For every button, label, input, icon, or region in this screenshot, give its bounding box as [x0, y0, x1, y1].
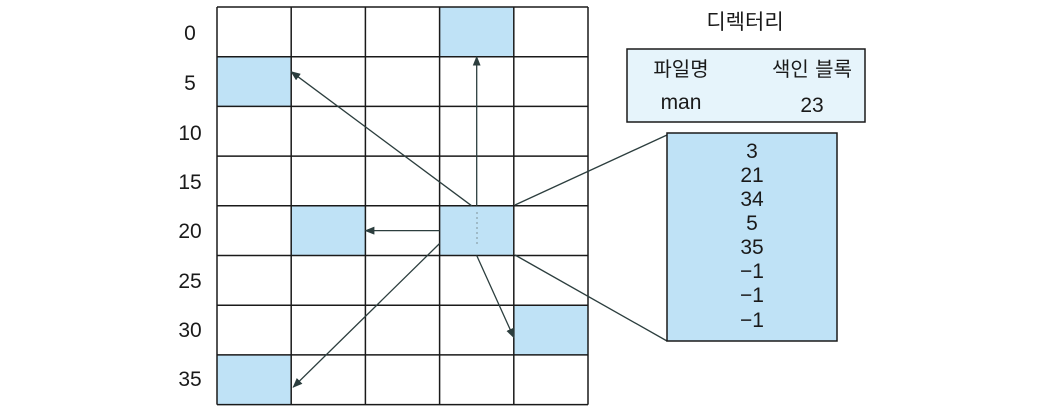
directory-header-filename: 파일명: [653, 57, 708, 81]
row-label: 25: [178, 270, 201, 293]
pointer-arrow: [290, 71, 473, 207]
row-label: 15: [178, 171, 201, 194]
index-block-panel: [666, 132, 838, 342]
highlighted-block: [217, 56, 292, 107]
directory: 디렉터리 파일명 색인 블록 man 23: [626, 10, 866, 123]
pointer-arrows: [290, 55, 515, 388]
zoom-line-top: [514, 134, 668, 206]
row-label: 30: [178, 319, 201, 342]
index-entry: 21: [740, 164, 763, 187]
highlighted-block: [217, 354, 292, 405]
row-label: 0: [184, 22, 196, 45]
pointer-arrow: [292, 243, 441, 388]
index-entry: 34: [740, 188, 764, 211]
index-entry: 3: [746, 140, 758, 163]
pointer-arrow: [476, 255, 515, 339]
directory-cell-index-block: 23: [800, 94, 823, 117]
directory-title: 디렉터리: [706, 10, 783, 34]
row-label: 10: [178, 122, 201, 145]
zoom-line-bottom: [514, 254, 668, 342]
highlighted-blocks: [217, 7, 588, 405]
row-label: 20: [178, 220, 201, 243]
index-entry: −1: [740, 284, 764, 307]
index-entry: −1: [740, 260, 764, 283]
highlighted-block: [513, 305, 588, 355]
highlighted-block: [439, 205, 514, 256]
index-entry: −1: [740, 309, 764, 332]
index-entry: 35: [740, 236, 763, 259]
index-block-contents: 3 21 34 5 35 −1 −1 −1: [514, 132, 838, 342]
highlighted-block: [291, 205, 366, 256]
row-label: 35: [178, 368, 201, 391]
highlighted-block: [439, 7, 514, 57]
row-label: 5: [184, 72, 196, 95]
directory-header-index-block: 색인 블록: [772, 57, 852, 81]
row-labels: 0 5 10 15 20 25 30 35: [178, 22, 201, 391]
index-entry: 5: [746, 212, 758, 235]
directory-table: [626, 48, 866, 123]
directory-cell-filename: man: [661, 91, 702, 114]
